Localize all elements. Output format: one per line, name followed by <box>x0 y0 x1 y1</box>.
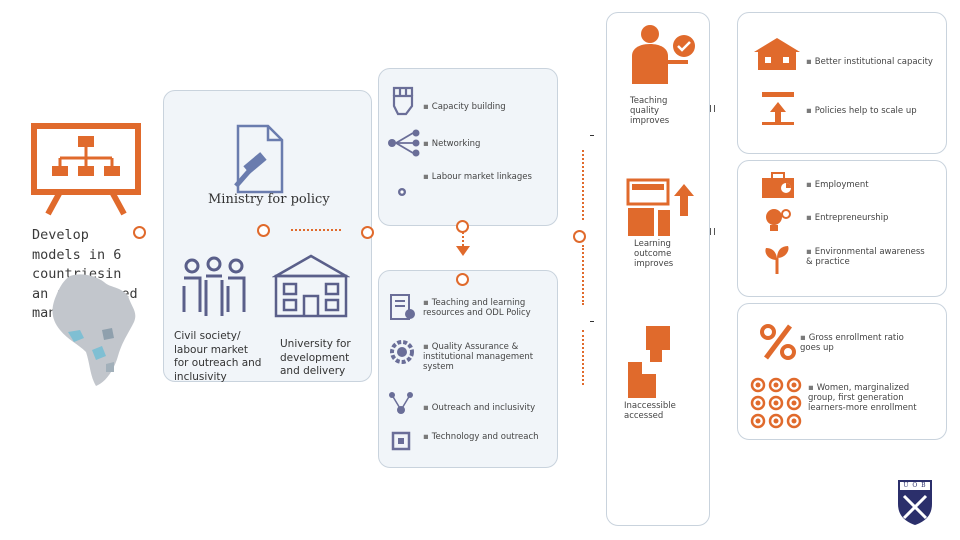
ministry-label: Ministry for policy <box>208 192 330 207</box>
ring-ministry <box>257 224 270 237</box>
environmental-label: ▪Environmental awareness & practice <box>806 247 925 267</box>
employment-label: ▪Employment <box>806 180 869 190</box>
ring-left-1 <box>133 226 146 239</box>
dotted-vert-3 <box>582 330 584 385</box>
percent-icon <box>760 324 796 360</box>
outcome-panel <box>606 12 710 526</box>
crest-text: U O B <box>903 482 927 489</box>
inaccessible-label: Inaccessible accessed <box>624 401 676 421</box>
scale-up-icon <box>762 92 794 125</box>
people-icon <box>182 256 246 316</box>
quality-assurance-label: ▪Quality Assurance & institutional manag… <box>423 342 534 372</box>
women-marginalized-label: ▪Women, marginalized group, first genera… <box>808 383 917 413</box>
labour-market-label: ▪Labour market linkages <box>423 172 532 182</box>
right-panel-top <box>737 12 947 154</box>
document-person-icon <box>390 294 415 320</box>
teaching-resources-label: ▪Teaching and learning resources and ODL… <box>423 298 531 318</box>
quality-gear-icon <box>390 340 414 364</box>
gavel-document-icon <box>234 124 284 194</box>
dotted-line-ministry <box>291 229 341 231</box>
gross-enrollment-label: ▪Gross enrollment ratio goes up <box>800 333 904 353</box>
presentation-board-icon <box>31 123 141 216</box>
tick-r2 <box>710 228 715 235</box>
ring-outcome-mid <box>573 230 586 243</box>
capacity-building-label: ▪Capacity building <box>423 102 506 112</box>
university-crest-icon <box>898 480 932 525</box>
dotted-vert-1 <box>582 150 584 220</box>
ring-center-mid <box>456 273 469 286</box>
policies-label: ▪Policies help to scale up <box>806 106 917 116</box>
house-icon <box>754 38 800 70</box>
technology-label: ▪Technology and outreach <box>423 432 539 442</box>
africa-map-icon <box>52 274 136 386</box>
tick-2 <box>590 321 594 322</box>
teacher-icon <box>632 25 695 84</box>
tick-r1 <box>710 105 715 112</box>
bulb-icon <box>766 209 791 231</box>
university-building-icon <box>272 254 350 318</box>
outreach-people-icon <box>389 392 413 414</box>
employment-icon <box>762 172 794 198</box>
ring-center-left <box>361 226 374 239</box>
civil-society-label: Civil society/ labour market for outreac… <box>174 330 262 383</box>
access-icon <box>628 326 670 398</box>
plant-icon <box>765 246 789 274</box>
group-people-icon <box>750 377 802 429</box>
university-label: University for development and delivery <box>280 338 351 378</box>
entrepreneurship-label: ▪Entrepreneurship <box>806 213 889 223</box>
teaching-quality-label: Teaching quality improves <box>630 96 670 126</box>
networking-label: ▪Networking <box>423 139 481 149</box>
down-arrow <box>456 246 470 256</box>
chip-icon <box>391 431 411 451</box>
better-capacity-label: ▪Better institutional capacity <box>806 57 933 67</box>
learning-outcome-label: Learning outcome improves <box>634 239 674 269</box>
fist-icon <box>392 86 414 116</box>
gear-icon <box>398 188 406 196</box>
tick-1 <box>590 135 594 136</box>
dotted-vert-2 <box>582 245 584 305</box>
learning-chart-icon <box>626 178 694 236</box>
center-dotted-down <box>462 232 464 246</box>
network-icon <box>388 129 420 157</box>
outreach-label: ▪Outreach and inclusivity <box>423 403 536 413</box>
